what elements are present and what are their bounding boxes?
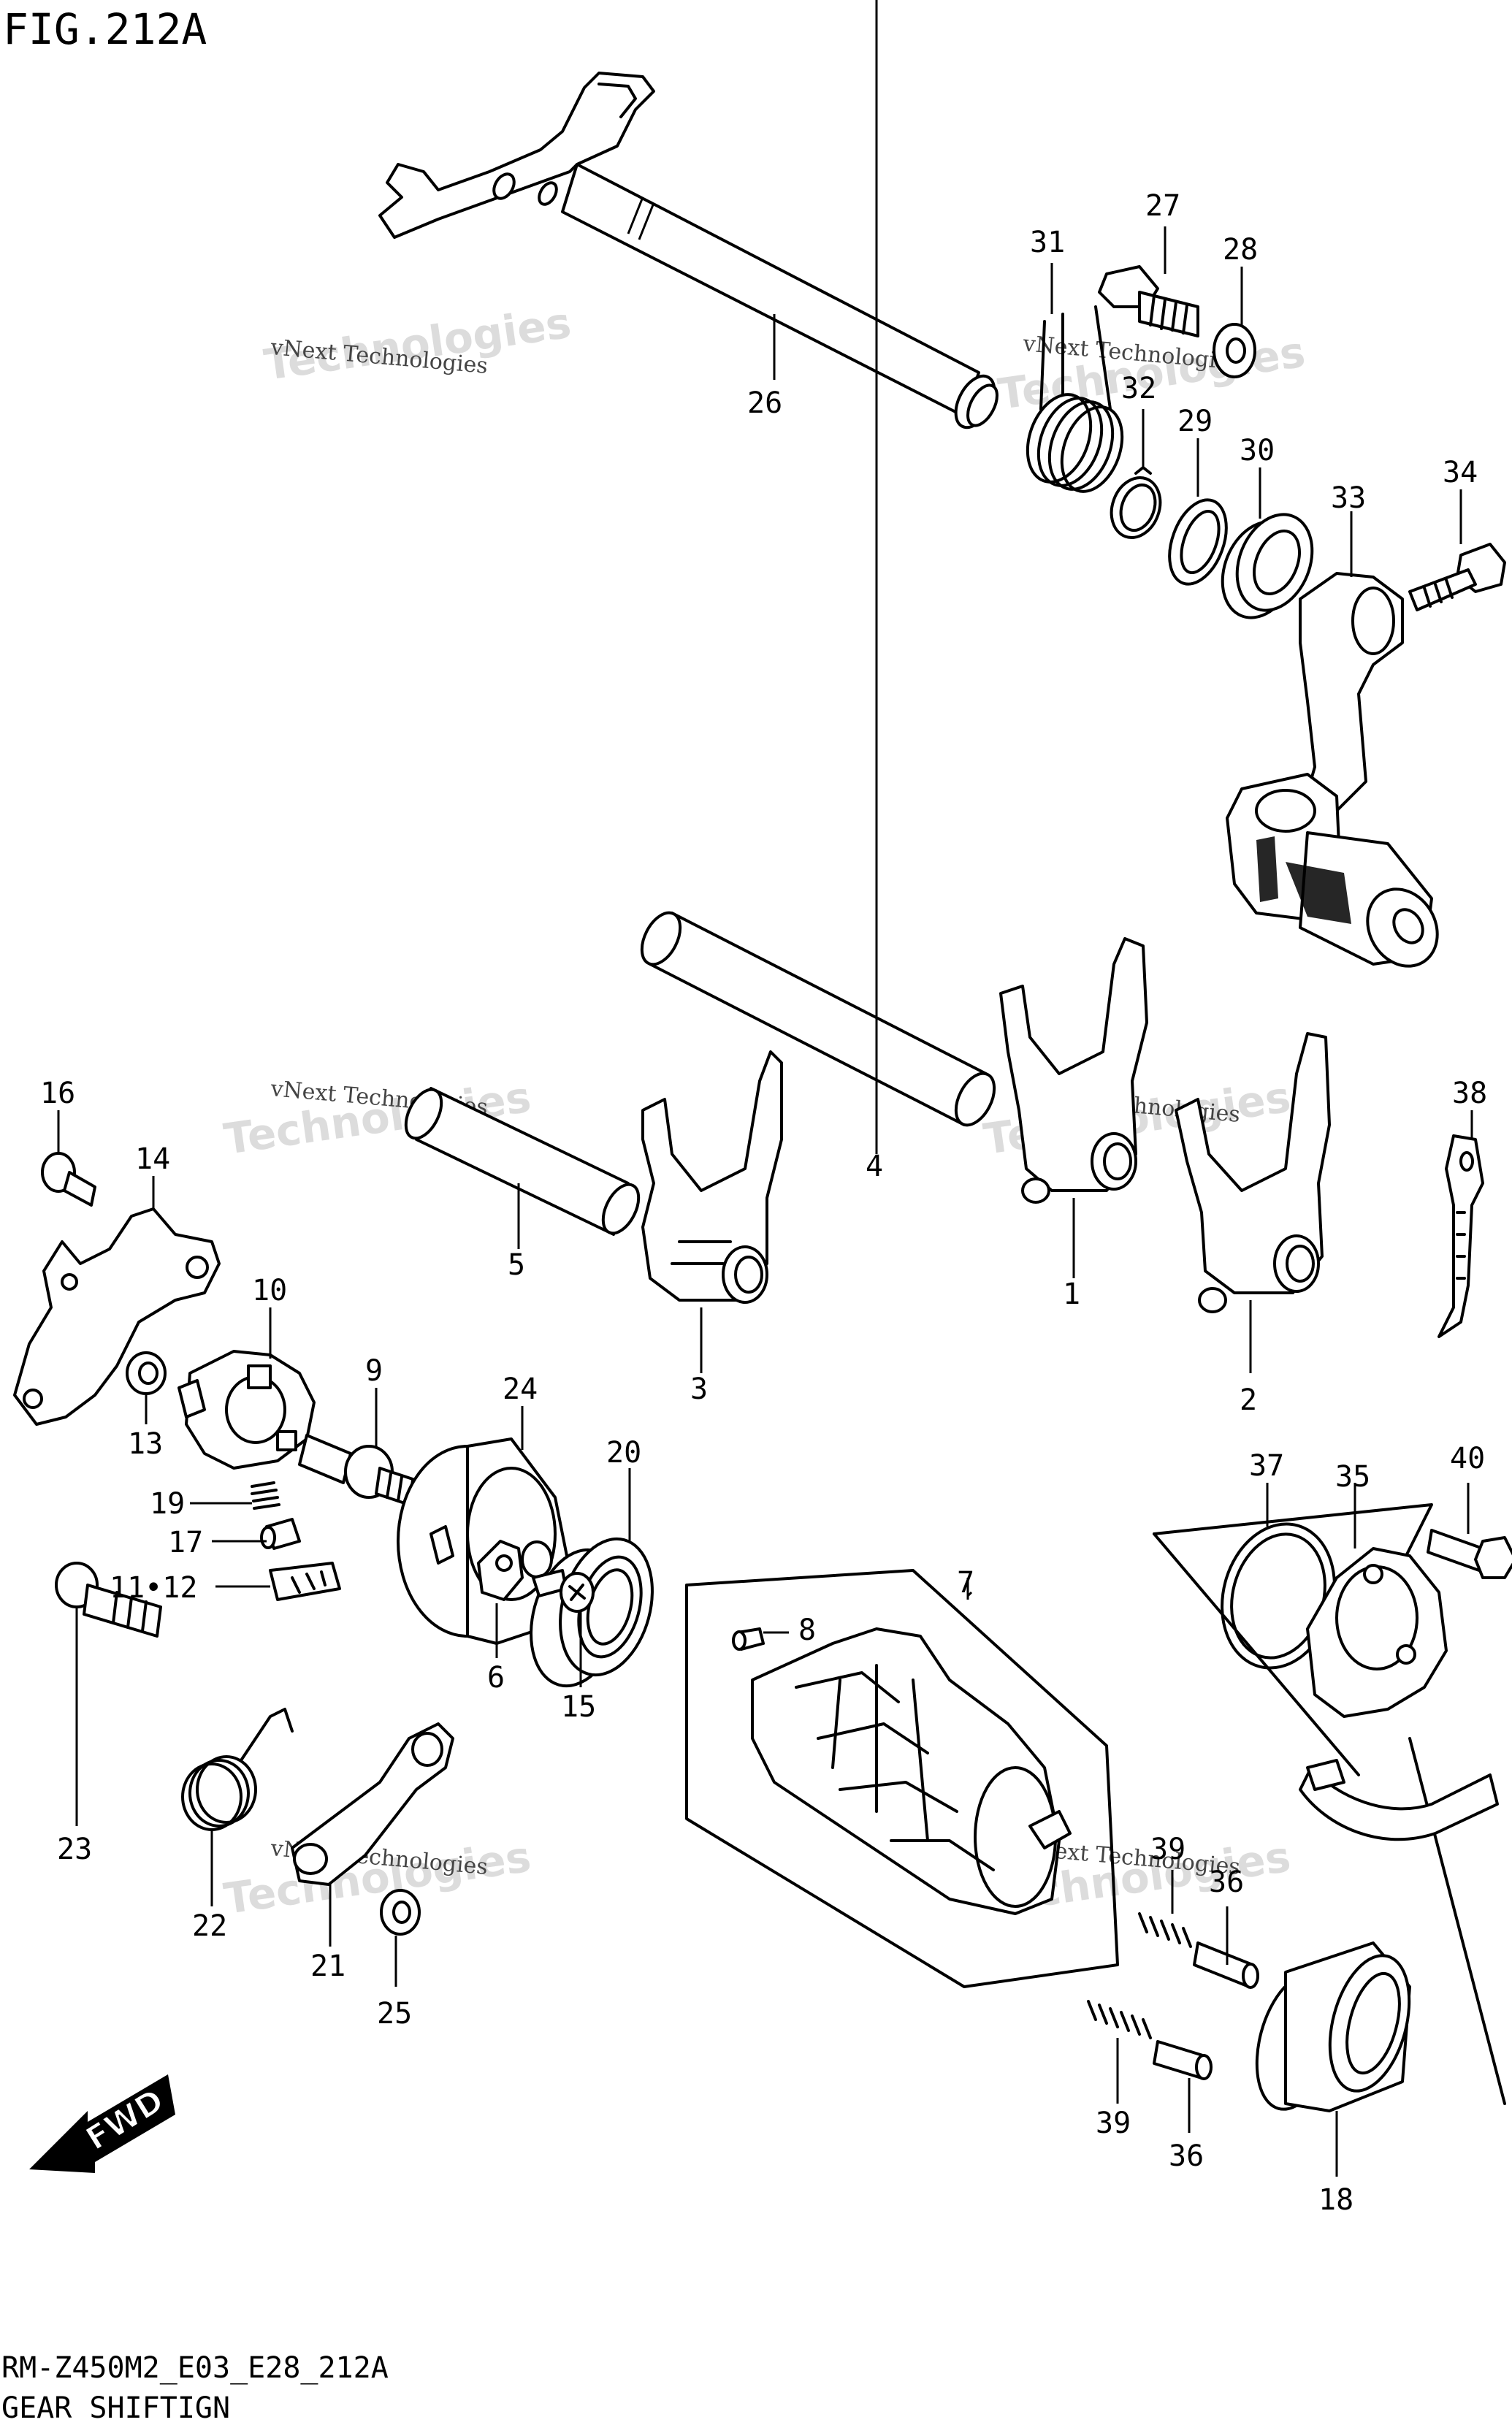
part-16-bolt (41, 1152, 96, 1207)
label-24: 24 (503, 1372, 538, 1406)
label-4: 4 (866, 1150, 883, 1183)
label-37: 37 (1249, 1449, 1284, 1483)
part-14-stopper-plate (13, 1207, 221, 1426)
fwd-label: FWD (80, 2082, 171, 2158)
part-28-washer-hole (1226, 337, 1246, 364)
label-2: 2 (1240, 1383, 1257, 1417)
label-26: 26 (747, 386, 782, 420)
label-31: 31 (1030, 226, 1065, 259)
part-2-shift-fork (1175, 1032, 1331, 1313)
part-35-cover (1299, 1547, 1499, 1841)
label-34: 34 (1443, 456, 1478, 489)
footer-name: GEAR SHIFTIGN (1, 2391, 230, 2425)
part-38-clamp (1437, 1134, 1484, 1338)
fwd-arrow: FWD (29, 2074, 175, 2173)
part-13-collar (126, 1351, 167, 1395)
label-11-12: 11•12 (110, 1571, 197, 1605)
label-38: 38 (1452, 1077, 1487, 1110)
part-19-spring (251, 1481, 280, 1510)
part-11-12-shim (269, 1562, 341, 1601)
part-27-bolt (1098, 265, 1199, 337)
part-31-spring (1026, 305, 1124, 493)
part-8-pin (732, 1627, 765, 1651)
part-30-oil-seal (1221, 513, 1314, 619)
figure-title: FIG.212A (3, 4, 207, 54)
label-5: 5 (508, 1248, 525, 1282)
label-32: 32 (1121, 372, 1156, 405)
part-18-needle-bearing (1255, 1941, 1411, 2112)
part-10-cam-stopper (177, 1350, 316, 1470)
label-25: 25 (377, 1997, 412, 2031)
label-36b: 36 (1169, 2139, 1204, 2173)
part-7-gearshift-cam (685, 1569, 1119, 1988)
label-39b: 39 (1096, 2107, 1131, 2140)
label-9: 9 (365, 1354, 383, 1388)
label-20: 20 (606, 1436, 641, 1470)
label-30: 30 (1240, 434, 1275, 467)
label-35: 35 (1335, 1460, 1370, 1494)
part-25-washer-hole (392, 1901, 411, 1924)
label-3: 3 (690, 1372, 708, 1406)
part-17-pin (260, 1518, 301, 1550)
label-27: 27 (1145, 189, 1180, 223)
label-6: 6 (487, 1661, 505, 1695)
part-39a-spring (1138, 1912, 1192, 1948)
label-21: 21 (310, 1949, 345, 1983)
label-1: 1 (1063, 1278, 1080, 1311)
part-1-shift-fork (999, 937, 1148, 1204)
label-17: 17 (168, 1526, 203, 1559)
label-15: 15 (561, 1690, 596, 1724)
part-23-bolt (55, 1562, 162, 1638)
label-28: 28 (1223, 233, 1258, 267)
part-39b-spring (1087, 2000, 1152, 2039)
label-40: 40 (1450, 1442, 1485, 1475)
part-box-line (1153, 1503, 1506, 2105)
label-14: 14 (135, 1142, 170, 1176)
label-18: 18 (1318, 2183, 1353, 2217)
part-labels: 26 31 27 28 32 29 30 33 34 4 5 3 1 2 38 … (40, 189, 1487, 2217)
footer-code: RM-Z450M2_E03_E28_212A (1, 2351, 389, 2385)
label-29: 29 (1177, 405, 1213, 438)
label-19: 19 (150, 1487, 185, 1521)
label-22: 22 (192, 1909, 227, 1943)
part-26-shift-shaft (378, 72, 999, 429)
label-8: 8 (798, 1614, 816, 1647)
part-22-spring (181, 1708, 294, 1831)
part-21-gearshift-arm (291, 1722, 454, 1886)
label-23: 23 (57, 1833, 92, 1866)
part-36a-pin (1193, 1941, 1259, 1989)
part-box-line (1153, 1532, 1360, 1776)
label-36a: 36 (1209, 1865, 1244, 1899)
leader-lines (57, 0, 1473, 2177)
part-36b-pin (1153, 2040, 1213, 2080)
label-16: 16 (40, 1077, 75, 1110)
part-40-bolt (1427, 1529, 1512, 1579)
label-13: 13 (128, 1427, 163, 1461)
part-5-fork-shaft (404, 1087, 641, 1236)
label-33: 33 (1331, 481, 1366, 515)
part-3-shift-fork (641, 1050, 783, 1304)
part-15-screw (532, 1569, 595, 1613)
part-34-bolt (1408, 543, 1506, 611)
part-4-fork-shaft (640, 911, 996, 1127)
part-33-shift-lever (1226, 572, 1439, 968)
label-39a: 39 (1150, 1833, 1185, 1866)
part-29-washer-hole (1180, 509, 1221, 575)
label-7: 7 (957, 1566, 974, 1600)
part-6-plate (477, 1540, 524, 1601)
label-10: 10 (252, 1274, 287, 1307)
part-32-circlip (1110, 466, 1162, 539)
